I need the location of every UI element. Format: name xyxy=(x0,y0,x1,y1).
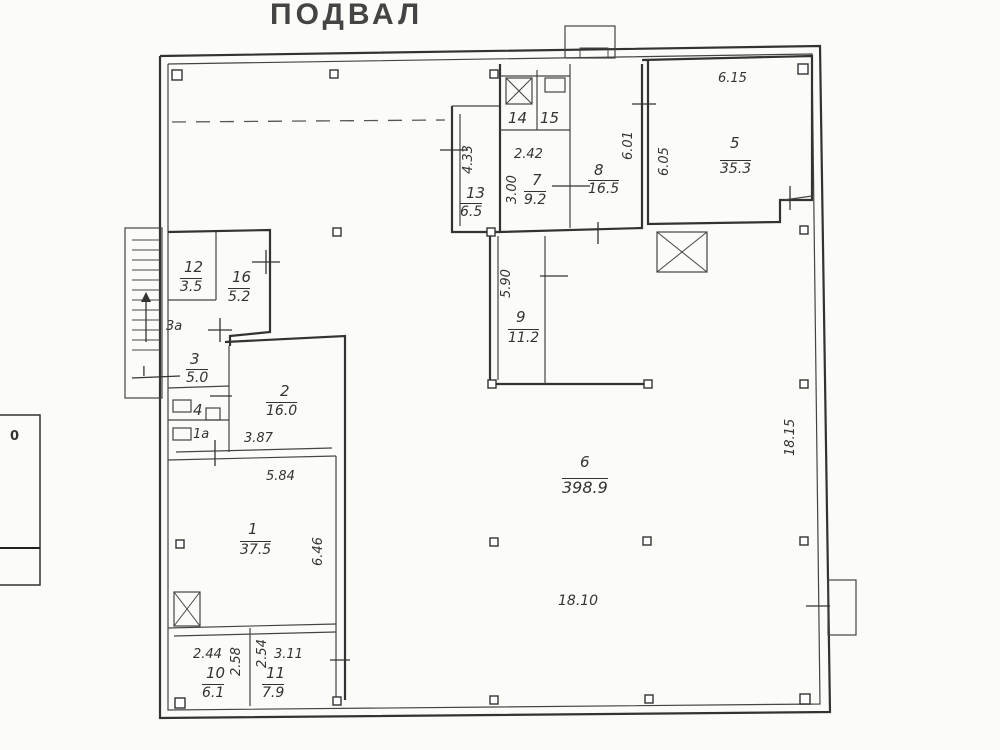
room-16-number: 16 xyxy=(232,268,252,286)
wall-room-2-east xyxy=(224,334,347,700)
room-8-area: 16.5 xyxy=(588,180,620,197)
room-14-shaft xyxy=(505,77,533,105)
dim-433: 4.33 xyxy=(461,145,476,174)
room-7-number: 7 xyxy=(532,171,542,189)
room-16-area: 5.2 xyxy=(228,288,251,305)
wall-rooms-12-16 xyxy=(167,228,272,346)
wall-room-2-south xyxy=(175,447,333,453)
room-6-area: 398.9 xyxy=(562,478,608,497)
room-9-area: 11.2 xyxy=(508,329,540,346)
dim-615: 6.15 xyxy=(718,71,747,86)
wall-room-5 xyxy=(641,54,814,226)
room-5-area: 35.3 xyxy=(720,160,752,177)
wall-room-5-corner xyxy=(783,195,813,201)
section-line xyxy=(131,375,181,379)
wall-room-1-south xyxy=(167,623,337,629)
wall-room-3-south xyxy=(167,385,230,389)
wall-room-9-west xyxy=(488,236,650,386)
room-12-number: 12 xyxy=(184,258,204,276)
dim-242: 2.42 xyxy=(514,147,543,162)
room-6-number: 6 xyxy=(580,453,590,471)
left-staircase[interactable] xyxy=(124,227,163,399)
room-8-number: 8 xyxy=(594,161,604,179)
stair-arrow-head xyxy=(141,292,151,302)
room-10-area: 6.1 xyxy=(202,684,225,701)
room-3a-number: 3a xyxy=(166,319,183,334)
dim-300: 3.00 xyxy=(505,175,520,204)
right-protrusion xyxy=(827,579,857,636)
room-1a-number: 1a xyxy=(193,427,210,442)
wall-10-11-north-inner xyxy=(173,631,337,637)
dim-584: 5.84 xyxy=(266,469,295,484)
room-3-number: 3 xyxy=(190,350,200,368)
room-5-number: 5 xyxy=(730,134,740,152)
room-13-area: 6.5 xyxy=(460,203,483,220)
dashed-boundary xyxy=(171,119,446,123)
room-14-number: 14 xyxy=(508,109,528,127)
wall-room-1-north xyxy=(167,455,337,461)
wall-block-7-8 xyxy=(498,64,644,234)
room-1-shaft xyxy=(173,591,201,627)
lift-shaft xyxy=(656,231,708,273)
room-2-area: 16.0 xyxy=(266,402,298,419)
room-1-area: 37.5 xyxy=(240,541,272,558)
wall-room-13-west xyxy=(450,106,500,234)
dim-311: 3.11 xyxy=(274,647,303,662)
room-10-number: 10 xyxy=(206,664,226,682)
toilet-fixture-1a xyxy=(172,427,192,441)
room-2-number: 2 xyxy=(280,382,290,400)
room-15-fixture xyxy=(544,77,566,93)
columns xyxy=(171,63,811,709)
dim-387: 3.87 xyxy=(244,431,273,446)
dim-646: 6.46 xyxy=(311,537,326,566)
room-3-area: 5.0 xyxy=(186,369,209,386)
top-shaft-hatch xyxy=(579,47,609,59)
margin-sheet-fragment xyxy=(0,414,41,586)
sink-fixture xyxy=(205,407,221,421)
room-4-number: 4 xyxy=(193,401,203,419)
room-1-number: 1 xyxy=(248,520,258,538)
dim-605: 6.05 xyxy=(657,147,672,176)
room-13-number: 13 xyxy=(466,184,486,202)
outer-wall xyxy=(158,44,832,720)
room-11-number: 11 xyxy=(266,664,286,682)
margin-text: 0 xyxy=(10,429,20,444)
dim-601: 6.01 xyxy=(621,131,636,160)
door-ticks xyxy=(208,103,830,661)
room-12-area: 3.5 xyxy=(180,278,203,295)
dim-590: 5.90 xyxy=(499,269,514,298)
outer-wall-inner xyxy=(167,53,821,711)
dim-1815: 18.15 xyxy=(783,418,798,456)
room-15-number: 15 xyxy=(540,109,560,127)
dim-254: 2.54 xyxy=(255,639,270,668)
room-9-number: 9 xyxy=(516,308,526,326)
section-mark: I xyxy=(142,365,146,380)
room-11-area: 7.9 xyxy=(262,684,285,701)
toilet-fixture-4 xyxy=(172,399,192,413)
room-7-area: 9.2 xyxy=(524,191,547,208)
dim-258: 2.58 xyxy=(229,647,244,676)
plan-title: ПОДВАЛ xyxy=(270,0,424,31)
dim-244: 2.44 xyxy=(193,647,222,662)
dim-1810: 18.10 xyxy=(558,593,599,609)
